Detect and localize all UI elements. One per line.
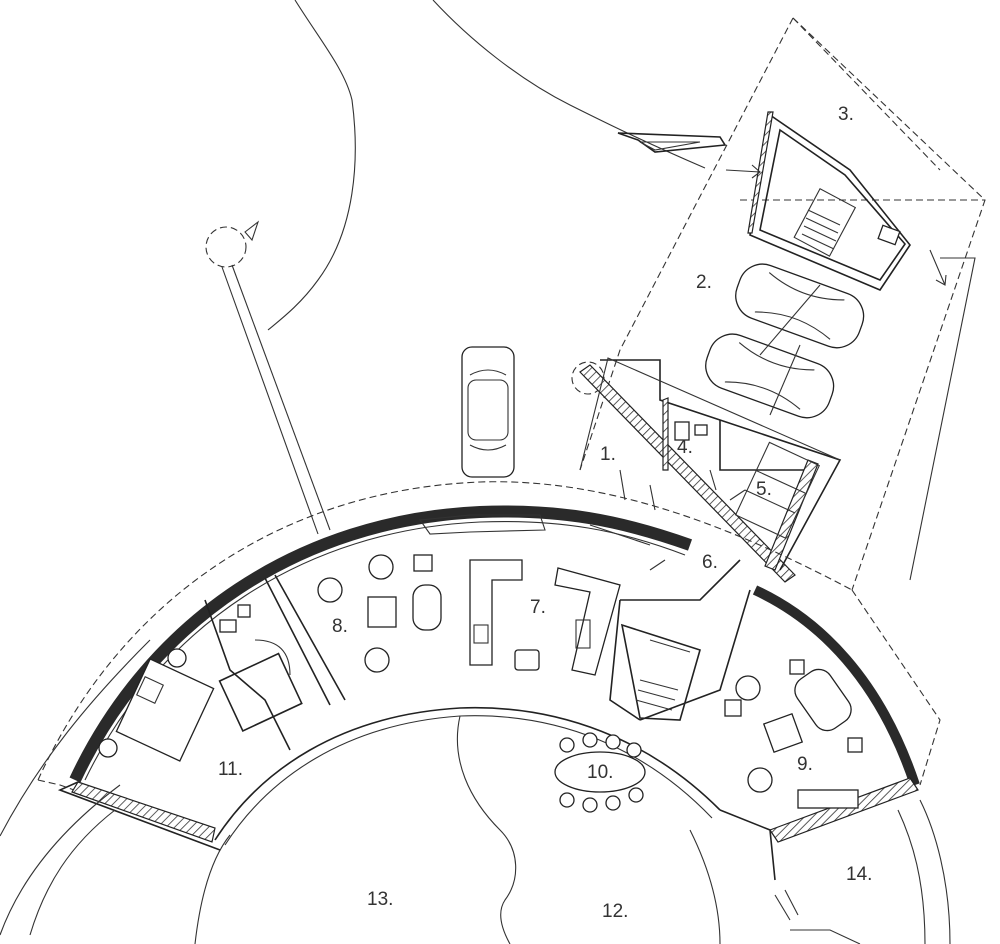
room-label-2: 2. xyxy=(696,272,712,293)
terrain-wedge xyxy=(617,132,727,153)
room-label-7: 7. xyxy=(530,597,546,618)
site-boundary-lines xyxy=(0,0,976,837)
room-label-11: 11. xyxy=(218,759,243,780)
interior-stair xyxy=(620,623,701,721)
room-label-3: 3. xyxy=(838,104,854,125)
parked-car xyxy=(461,346,515,478)
entrance-wing xyxy=(571,357,842,601)
room-label-14: 14. xyxy=(846,864,872,885)
room-label-5: 5. xyxy=(756,479,772,500)
room-label-8: 8. xyxy=(332,616,348,637)
main-curved-building xyxy=(37,481,941,881)
garage-canopy-outline xyxy=(579,17,986,591)
terrace-arcs xyxy=(0,715,951,944)
room-label-4: 4. xyxy=(677,437,693,458)
garage-cars xyxy=(705,263,865,419)
room-label-1: 1. xyxy=(600,444,616,465)
room-label-12: 12. xyxy=(602,901,628,922)
room-label-9: 9. xyxy=(797,754,813,775)
tree-and-pole xyxy=(205,220,331,535)
room-label-10: 10. xyxy=(587,762,613,783)
room-label-6: 6. xyxy=(702,552,718,573)
stair-tower xyxy=(725,111,947,291)
room-labels: 1. 2. 3. 4. 5. 6. 7. 8. 9. 10. 11. 12. 1… xyxy=(218,104,872,922)
room-label-13: 13. xyxy=(367,889,393,910)
